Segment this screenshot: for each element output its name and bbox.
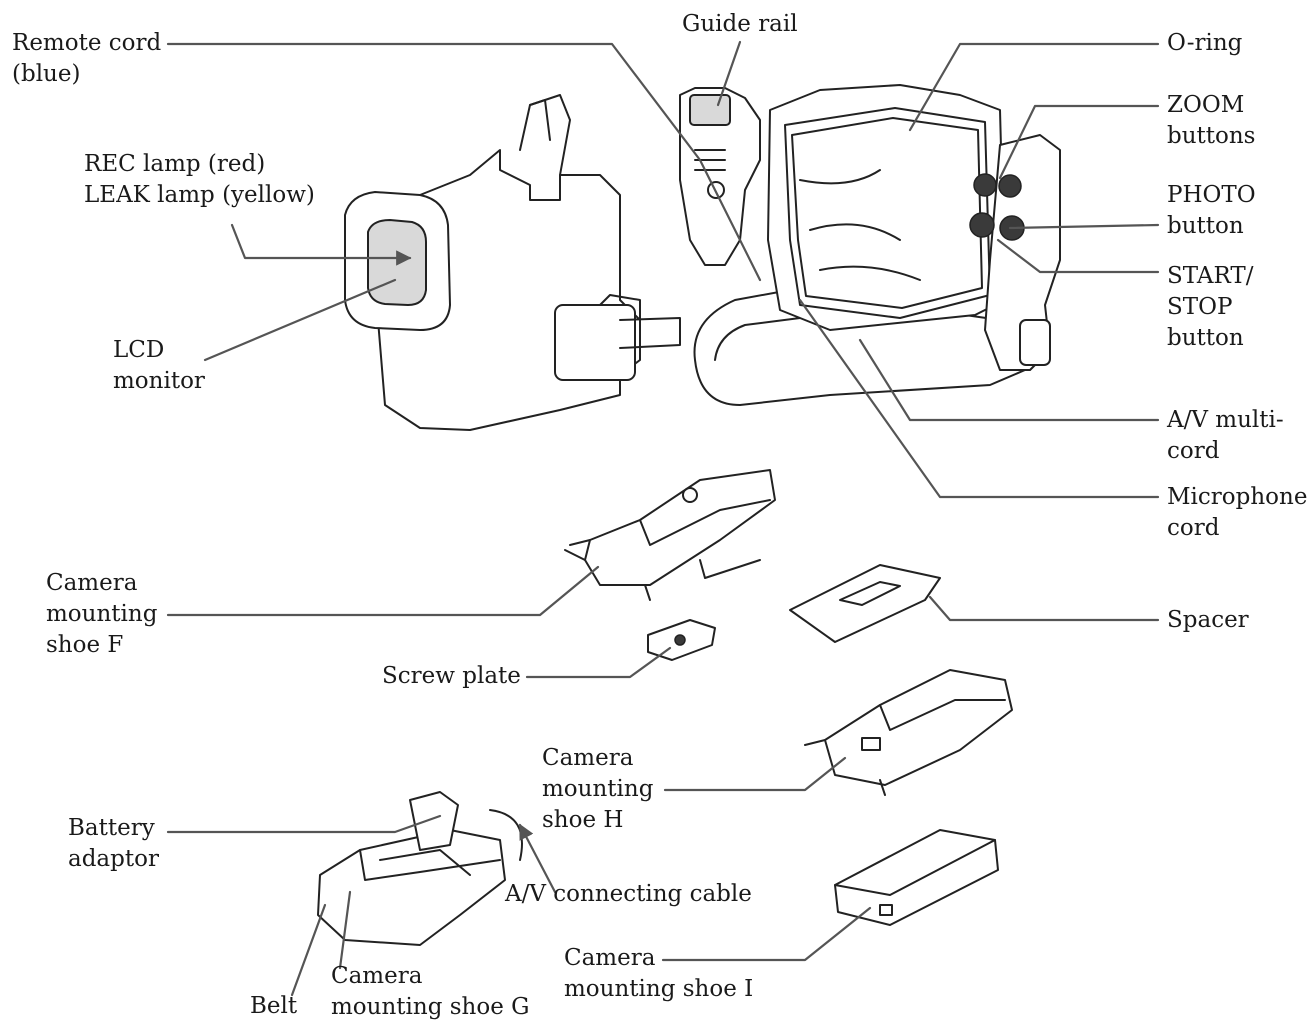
label-microphone-cord: Microphone cord (1167, 484, 1308, 541)
label-remote-cord: Remote cord (blue) (12, 30, 162, 87)
rear-housing (679, 84, 1061, 406)
label-av-connecting-cable: A/V connecting cable (505, 881, 752, 907)
shoe-h-drawing (804, 669, 1013, 796)
label-battery-adaptor: Battery adaptor (68, 815, 159, 872)
screw-plate-drawing (647, 619, 716, 661)
shoe-f-drawing (564, 469, 776, 601)
label-belt: Belt (250, 993, 298, 1019)
label-rec-leak-lamp: REC lamp (red) LEAK lamp (yellow) (84, 151, 315, 208)
label-start-stop-button: START/ STOP button (1167, 263, 1254, 351)
label-shoe-h: Camera mounting shoe H (542, 745, 654, 833)
front-housing (344, 94, 681, 431)
label-shoe-i: Camera mounting shoe I (564, 945, 754, 1002)
shoe-i-drawing (834, 829, 999, 926)
label-photo-button: PHOTO button (1167, 182, 1256, 239)
leader-lines (166, 40, 1160, 997)
label-shoe-g: Camera mounting shoe G (331, 963, 530, 1020)
label-lcd-monitor: LCD monitor (113, 337, 205, 394)
label-o-ring: O-ring (1167, 30, 1243, 56)
shoe-g-drawing (317, 791, 523, 946)
label-shoe-f: Camera mounting shoe F (46, 570, 158, 658)
label-guide-rail: Guide rail (682, 11, 798, 37)
label-zoom-buttons: ZOOM buttons (1167, 92, 1256, 149)
label-spacer: Spacer (1167, 607, 1249, 633)
label-screw-plate: Screw plate (382, 663, 521, 689)
spacer-drawing (789, 564, 941, 643)
label-av-multi-cord: A/V multi- cord (1167, 407, 1284, 464)
